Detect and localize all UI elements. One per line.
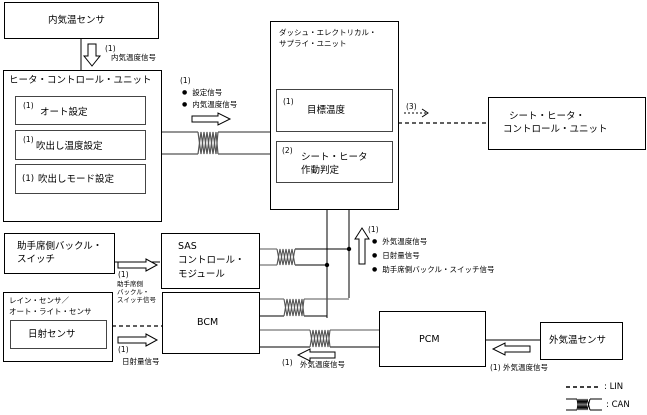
cabin-temp-signal-label: 内気温度信号: [111, 53, 156, 62]
sas-control-module: SAS コントロール・ モジュール: [161, 233, 260, 289]
heater-control-unit-label: ヒータ・コントロール・ユニット: [9, 75, 152, 86]
can-bus-bcm-desu: [260, 298, 349, 317]
hcu-desu-signal-num: (1): [180, 76, 191, 85]
can-bus-hcu-desu: [162, 131, 270, 155]
legend-can-symbol: [566, 398, 602, 411]
hcu-item-outlet-mode: (1) 吹出しモード設定: [15, 164, 146, 194]
solar-signal-num: (1): [118, 345, 129, 354]
desu-item-seat-heater-judgment: (2) シート・ヒータ 作動判定: [276, 141, 393, 183]
legend-lin-label: : LIN: [604, 382, 624, 392]
passenger-buckle-switch: 助手席側バックル・ スイッチ: [4, 233, 115, 274]
desu-to-seat-arrow: [404, 108, 429, 118]
desu-item-target-temp: (1) 目標温度: [276, 89, 393, 132]
pcm: PCM: [379, 311, 486, 367]
ambient-pcm-signal-arrow: [491, 342, 531, 356]
solar-signal-label: 日射量信号: [122, 357, 160, 366]
hcu-item-auto: (1) オート設定: [15, 96, 146, 125]
hcu-to-desu-signal-arrow: [191, 112, 232, 126]
cabin-temp-signal-arrow: [82, 43, 102, 67]
ambient-bcm-signal-num: (1): [282, 358, 293, 367]
can-bus-bcm-pcm: [260, 329, 379, 348]
ambient-bcm-signal-label: 外気温度信号: [300, 360, 345, 369]
buckle-signal-num: (1): [118, 270, 129, 279]
hcu-item-outlet-temp: (1) 吹出し温度設定: [15, 130, 146, 160]
cabin-temp-signal-num: (1): [105, 44, 116, 53]
ambient-pcm-signal-label: 外気温度信号: [503, 363, 548, 372]
solar-signal-arrow: [117, 333, 159, 347]
bus-to-desu-signal-arrow: [354, 227, 370, 265]
cabin-temp-sensor-label: 内気温センサ: [48, 15, 106, 26]
ambient-bcm-signal-arrow: [296, 348, 336, 362]
ambient-pcm-signal-num: (1): [490, 363, 501, 372]
hcu-desu-signal-item: 設定信号: [182, 88, 222, 98]
buckle-signal-arrow: [117, 258, 159, 272]
ambient-temp-sensor: 外気温センサ: [540, 322, 623, 360]
solar-sensor: 日射センサ: [10, 320, 107, 349]
desu-seat-signal-num: (3): [406, 102, 417, 111]
seat-heater-control-unit: シート・ヒータ・ コントロール・ユニット: [488, 97, 646, 150]
bcm: BCM: [162, 292, 260, 354]
cabin-temp-sensor-box: 内気温センサ: [4, 2, 159, 39]
can-bus-sas: [260, 248, 349, 266]
legend-can-label: : CAN: [606, 400, 630, 410]
hcu-desu-signal-item: 内気温度信号: [182, 100, 237, 110]
bus-desu-signal-num: (1): [368, 225, 379, 234]
